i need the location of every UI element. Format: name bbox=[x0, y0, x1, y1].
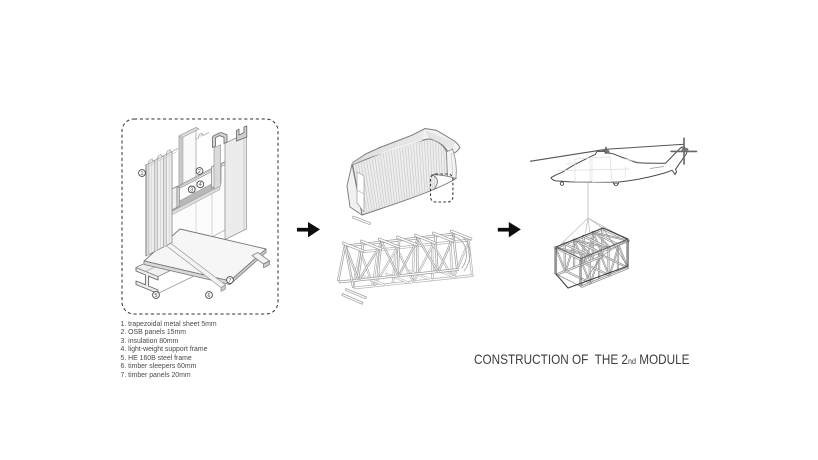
svg-text:6: 6 bbox=[208, 293, 211, 299]
svg-text:4: 4 bbox=[199, 182, 202, 188]
svg-text:5: 5 bbox=[155, 293, 158, 299]
svg-text:3: 3 bbox=[190, 187, 193, 193]
svg-text:7: 7 bbox=[229, 278, 232, 284]
svg-text:1: 1 bbox=[141, 171, 144, 177]
svg-text:2: 2 bbox=[198, 169, 201, 175]
